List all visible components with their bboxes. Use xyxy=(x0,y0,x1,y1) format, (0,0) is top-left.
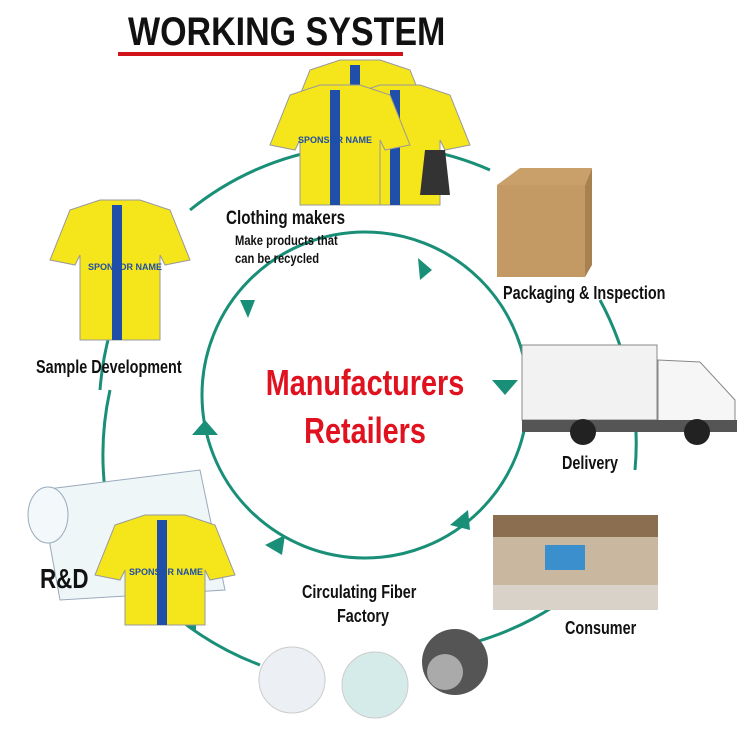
center-text-manufacturers: Manufacturers xyxy=(265,362,465,403)
rnd-label: R&D xyxy=(40,563,89,594)
clothing-makers-desc-1: Make products that xyxy=(235,232,338,248)
jersey-icons: SPONSOR NAME SPONSOR NAME SPONSOR NAME xyxy=(49,59,471,626)
fiber-samples xyxy=(258,629,488,719)
fiber-factory-label-1: Circulating Fiber xyxy=(302,582,417,602)
packaging-label: Packaging & Inspection xyxy=(503,283,666,303)
page-title: WORKING SYSTEM xyxy=(128,10,446,54)
title-underline xyxy=(118,52,403,56)
fiber-factory-label-2: Factory xyxy=(337,606,390,626)
jersey-sponsor-text: SPONSOR NAME xyxy=(129,567,203,577)
center-text-retailers: Retailers xyxy=(304,410,426,451)
consumer-label: Consumer xyxy=(565,618,637,638)
delivery-label: Delivery xyxy=(562,453,619,473)
thread-spool-icon xyxy=(420,150,450,195)
delivery-truck-icon xyxy=(521,344,737,445)
store-photo xyxy=(493,515,658,610)
cardboard-box-icon xyxy=(497,168,592,277)
sample-development-label: Sample Development xyxy=(36,357,182,377)
jersey-sponsor-text: SPONSOR NAME xyxy=(298,135,372,145)
jersey-sponsor-text: SPONSOR NAME xyxy=(88,262,162,272)
clothing-makers-desc-2: can be recycled xyxy=(235,250,320,266)
clothing-makers-label: Clothing makers xyxy=(226,208,346,229)
